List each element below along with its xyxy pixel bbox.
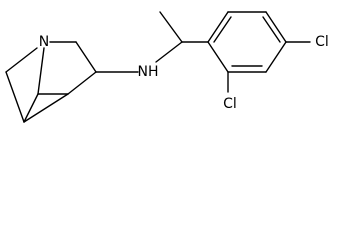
- quinuclidine-cage: [5, 41, 97, 123]
- atom-cl-ortho: Cl: [223, 96, 237, 112]
- bond-nh-ch: [155, 41, 183, 63]
- atom-nh-amine: NH: [138, 64, 159, 80]
- dichlorophenyl-ring: [207, 11, 287, 73]
- ring-bond-3-inner: [262, 16, 281, 43]
- ring-bond-4: [265, 41, 287, 73]
- bond-c4-c8: [23, 93, 69, 123]
- bond-c2-c3: [75, 41, 97, 73]
- bond-ch-methyl: [159, 11, 183, 43]
- atom-n-quinuclidine: N: [39, 34, 49, 50]
- chlorine-bonds: [227, 41, 311, 93]
- bond-n-c7: [5, 47, 38, 73]
- ring-bond-1-inner: [213, 16, 232, 43]
- bond-c3-c4: [67, 71, 97, 95]
- amine-linkage: [95, 11, 209, 73]
- ring-bond-6: [207, 41, 229, 73]
- ring-bond-1: [207, 11, 229, 43]
- bond-n-c9: [37, 47, 45, 95]
- bond-c5-c6: [23, 93, 39, 123]
- atom-cl-para: Cl: [315, 34, 329, 50]
- molecule-canvas: N NH Cl Cl: [5, 11, 329, 123]
- structure-diagram: N NH Cl Cl: [5, 11, 329, 123]
- bond-c7-c8: [5, 71, 25, 123]
- ring-bond-3: [265, 11, 287, 43]
